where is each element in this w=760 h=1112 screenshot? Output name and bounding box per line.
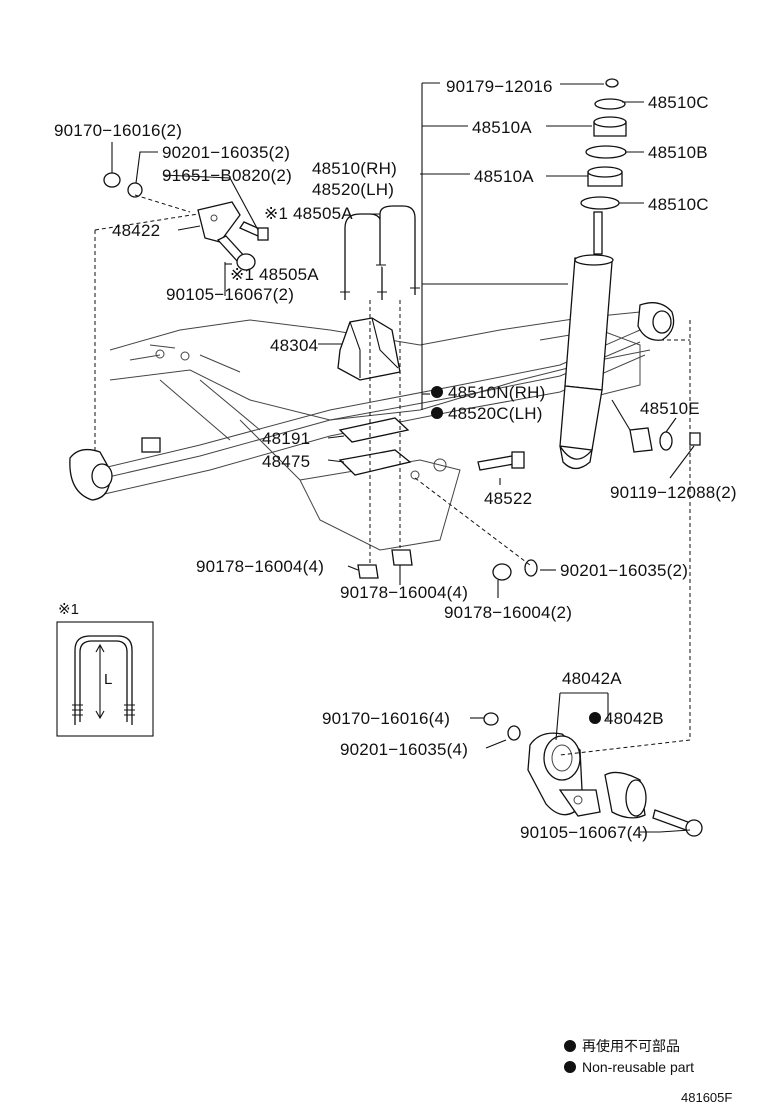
label-48510n-rh: 48510N(RH) [448, 383, 545, 402]
inset-u-bolt [56, 621, 154, 737]
label-48510e: 48510E [640, 399, 700, 418]
label-90119-12088-2: 90119−12088(2) [610, 483, 737, 502]
label-48505a-mid: ※1 48505A [230, 265, 319, 284]
label-90178-16004-4a: 90178−16004(4) [196, 557, 324, 576]
upper-bushing-stack [580, 78, 627, 210]
legend-text-en: Non-reusable part [582, 1059, 694, 1075]
label-90105-16067-4: 90105−16067(4) [520, 823, 648, 842]
shackle-parts [103, 172, 269, 271]
non-reusable-dot [431, 386, 443, 398]
inset-length-label: L [104, 671, 112, 688]
non-reusable-dot [589, 712, 601, 724]
label-90170-16016-4: 90170−16016(4) [322, 709, 450, 728]
non-reusable-dot [431, 407, 443, 419]
label-48510a-top: 48510A [472, 118, 532, 137]
label-90179-12016: 90179−12016 [446, 77, 553, 96]
label-90178-16004-2: 90178−16004(2) [444, 603, 572, 622]
label-48510c-mid: 48510C [648, 195, 709, 214]
leader-lines [111, 82, 695, 833]
u-bolts [340, 205, 420, 300]
diagram-reference-code: 481605F [681, 1090, 732, 1105]
label-48510-rh: 48510(RH) [312, 159, 397, 178]
label-48510c-top: 48510C [648, 93, 709, 112]
shock-absorber [559, 211, 614, 470]
label-48422: 48422 [112, 221, 160, 240]
label-48520c-lh: 48520C(LH) [448, 404, 543, 423]
label-90201-16035-4: 90201−16035(4) [340, 740, 468, 759]
part-labels: 90179−12016 48510C 48510A 48510B 48510(R… [54, 77, 737, 842]
legend: 再使用不可部品 Non-reusable part [564, 1038, 694, 1075]
spring-seat [337, 317, 401, 381]
label-90105-16067-2: 90105−16067(2) [166, 285, 294, 304]
label-48304: 48304 [270, 336, 318, 355]
label-48191: 48191 [262, 429, 310, 448]
nuts-washers [357, 549, 538, 581]
label-48510b: 48510B [648, 143, 708, 162]
legend-text-jp: 再使用不可部品 [582, 1038, 680, 1054]
legend-dot-en [564, 1061, 576, 1073]
label-48522: 48522 [484, 489, 532, 508]
label-90201-16035-2b: 90201−16035(2) [560, 561, 688, 580]
label-90201-16035-2a: 90201−16035(2) [162, 143, 290, 162]
label-48520-lh: 48520(LH) [312, 180, 394, 199]
label-48510a-mid: 48510A [474, 167, 534, 186]
dashed-guides [94, 194, 691, 756]
inset-mark-label: ※1 [58, 601, 79, 618]
legend-dot-jp [564, 1040, 576, 1052]
label-48505a-top: ※1 48505A [264, 204, 353, 223]
shackle-bracket [483, 712, 703, 837]
label-48042b: 48042B [604, 709, 664, 728]
label-48475: 48475 [262, 452, 310, 471]
label-48042a: 48042A [562, 669, 622, 688]
label-90170-16016-2: 90170−16016(2) [54, 121, 182, 140]
label-90178-16004-4b: 90178−16004(4) [340, 583, 468, 602]
stud-bolt [477, 451, 525, 471]
label-91651-b0820-2: 91651−B0820(2) [162, 166, 292, 185]
spring-plates [338, 417, 412, 476]
